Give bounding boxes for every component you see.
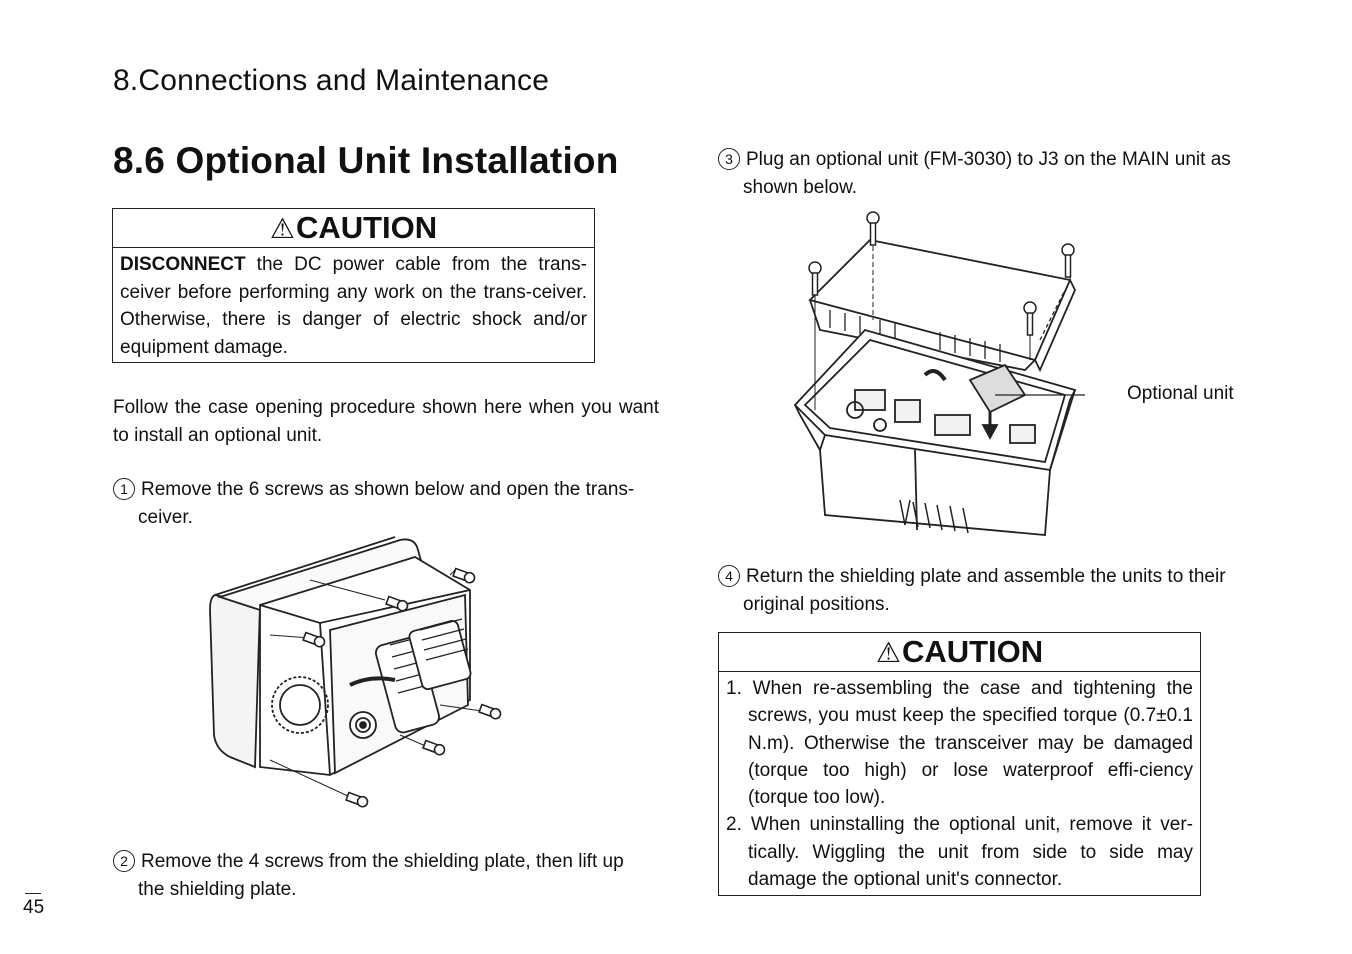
- caution-list-container: 1. When re-assembling the case and tight…: [719, 672, 1200, 899]
- caution-list: 1. When re-assembling the case and tight…: [726, 675, 1193, 893]
- section-title: 8.6 Optional Unit Installation: [113, 140, 619, 181]
- step-number: 2: [113, 850, 135, 872]
- step-text-continued: shown below.: [743, 176, 858, 198]
- step-text-continued: ceiver.: [138, 506, 193, 528]
- caution-item: 1. When re-assembling the case and tight…: [726, 678, 1193, 809]
- caution-emphasis: DISCONNECT: [120, 254, 246, 275]
- step-text: Plug an optional unit (FM-3030) to J3 on…: [746, 149, 1231, 170]
- step-number: 1: [113, 478, 135, 500]
- caution-message: the DC power cable from the trans-ceiver…: [120, 254, 587, 358]
- intro-paragraph: Follow the case opening procedure shown …: [113, 397, 659, 446]
- step-text: Remove the 4 screws from the shielding p…: [141, 851, 624, 872]
- step-text: Return the shielding plate and assemble …: [746, 566, 1226, 587]
- caution-item: 2. When uninstalling the optional unit, …: [726, 814, 1193, 891]
- step-number: 3: [718, 148, 740, 170]
- caution-text: DISCONNECT the DC power cable from the t…: [113, 248, 594, 367]
- caution-title: CAUTION: [901, 634, 1044, 669]
- step-text-continued: the shielding plate.: [138, 878, 297, 900]
- step-number: 4: [718, 565, 740, 587]
- warning-triangle-icon: ⚠: [269, 212, 295, 244]
- optional-unit-label: Optional unit: [1127, 383, 1234, 404]
- warning-triangle-icon: ⚠: [875, 636, 901, 668]
- caution-title: CAUTION: [295, 210, 438, 245]
- caution-header: ⚠ CAUTION: [719, 633, 1200, 672]
- open-case-illustration: [793, 211, 1085, 536]
- page-number: 45: [23, 897, 45, 918]
- step-2: 2 Remove the 4 screws from the shielding …: [113, 848, 673, 903]
- caution-box-assembly: ⚠ CAUTION 1. When re-assembling the case…: [718, 632, 1201, 896]
- step-4: 4 Return the shielding plate and assemble…: [718, 563, 1288, 618]
- step-1: 1 Remove the 6 screws as shown below and …: [113, 476, 673, 531]
- step-3: 3 Plug an optional unit (FM-3030) to J3 o…: [718, 146, 1288, 201]
- page-number-rule: [25, 893, 41, 894]
- caution-header: ⚠ CAUTION: [113, 209, 594, 248]
- chapter-heading: 8.Connections and Maintenance: [113, 64, 550, 97]
- caution-box-disconnect: ⚠ CAUTION DISCONNECT the DC power cable …: [112, 208, 595, 363]
- step-text-continued: original positions.: [743, 593, 890, 615]
- step-text: Remove the 6 screws as shown below and o…: [141, 479, 635, 500]
- transceiver-rear-illustration: [209, 536, 502, 808]
